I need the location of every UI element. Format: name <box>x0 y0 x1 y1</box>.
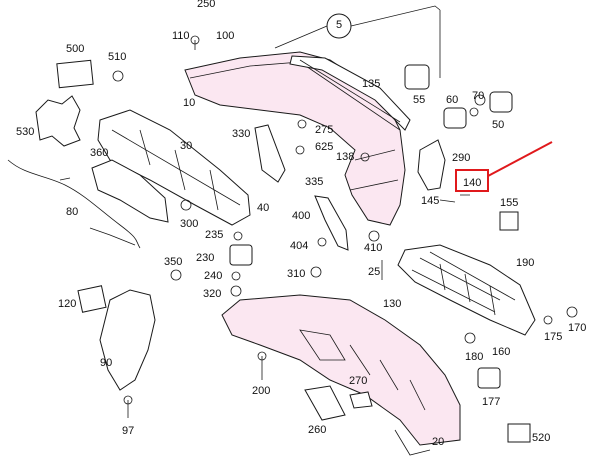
label-130: 130 <box>383 298 402 310</box>
label-20: 20 <box>432 436 445 448</box>
label-30: 30 <box>180 140 193 152</box>
label-300: 300 <box>180 218 199 230</box>
label-250: 250 <box>197 0 216 10</box>
clip-270 <box>349 391 373 409</box>
label-60: 60 <box>446 94 459 106</box>
label-155: 155 <box>500 197 519 209</box>
label-177: 177 <box>482 396 501 408</box>
bracket-230 <box>229 244 253 266</box>
label-625: 625 <box>315 141 334 153</box>
group-callout-label: 5 <box>336 19 343 31</box>
label-520: 520 <box>532 432 551 444</box>
sensor-177 <box>477 367 501 389</box>
module-500 <box>56 59 94 89</box>
label-190: 190 <box>516 257 535 269</box>
label-97: 97 <box>122 425 135 437</box>
sensor-50 <box>489 91 513 113</box>
label-90: 90 <box>100 357 113 369</box>
label-80: 80 <box>66 206 79 218</box>
label-145: 145 <box>421 195 440 207</box>
label-25: 25 <box>368 266 381 278</box>
label-180: 180 <box>465 351 484 363</box>
bumper-cover-lower <box>221 294 461 446</box>
bracket-90 <box>99 289 156 391</box>
box-155 <box>499 211 519 231</box>
label-70: 70 <box>472 90 485 102</box>
mount-bracket-530 <box>35 95 81 147</box>
label-160: 160 <box>492 346 511 358</box>
label-55: 55 <box>413 94 426 106</box>
label-140: 140 <box>463 177 482 189</box>
label-40: 40 <box>257 202 270 214</box>
label-330: 330 <box>232 128 251 140</box>
label-100: 100 <box>216 30 235 42</box>
trim-400 <box>314 195 349 251</box>
cover-plate-120 <box>77 285 107 313</box>
impact-absorber <box>97 109 251 226</box>
label-410: 410 <box>364 242 383 254</box>
label-275: 275 <box>315 124 334 136</box>
label-350: 350 <box>164 256 183 268</box>
label-400: 400 <box>292 210 311 222</box>
label-50: 50 <box>492 119 505 131</box>
label-510: 510 <box>108 51 127 63</box>
label-10: 10 <box>183 97 196 109</box>
label-200: 200 <box>252 385 271 397</box>
label-170: 170 <box>568 322 587 334</box>
label-110: 110 <box>172 30 190 42</box>
label-404: 404 <box>290 240 309 252</box>
label-360: 360 <box>90 147 109 159</box>
label-120: 120 <box>58 298 77 310</box>
label-240: 240 <box>204 270 223 282</box>
bracket-260 <box>304 385 346 421</box>
label-235: 235 <box>205 229 224 241</box>
label-335: 335 <box>305 176 324 188</box>
side-bracket <box>91 159 169 223</box>
trim-strip <box>289 55 411 131</box>
label-310: 310 <box>287 268 306 280</box>
label-320: 320 <box>203 288 222 300</box>
reflector-290 <box>417 139 446 191</box>
label-260: 260 <box>308 424 327 436</box>
label-230: 230 <box>196 252 215 264</box>
label-135: 135 <box>362 78 381 90</box>
fasteners <box>112 35 578 418</box>
highlight-box <box>455 169 489 192</box>
box-520 <box>507 423 531 443</box>
label-175: 175 <box>544 331 563 343</box>
label-138: 138 <box>336 151 355 163</box>
cover-55 <box>404 64 430 90</box>
label-290: 290 <box>452 152 471 164</box>
highlight-arrow <box>487 141 553 177</box>
sensor-60 <box>443 107 467 129</box>
label-500: 500 <box>66 43 85 55</box>
wiring-harness <box>7 159 141 249</box>
label-270: 270 <box>349 375 368 387</box>
lower-grille <box>397 244 536 336</box>
bracket-330 <box>254 124 286 183</box>
label-530: 530 <box>16 126 35 138</box>
